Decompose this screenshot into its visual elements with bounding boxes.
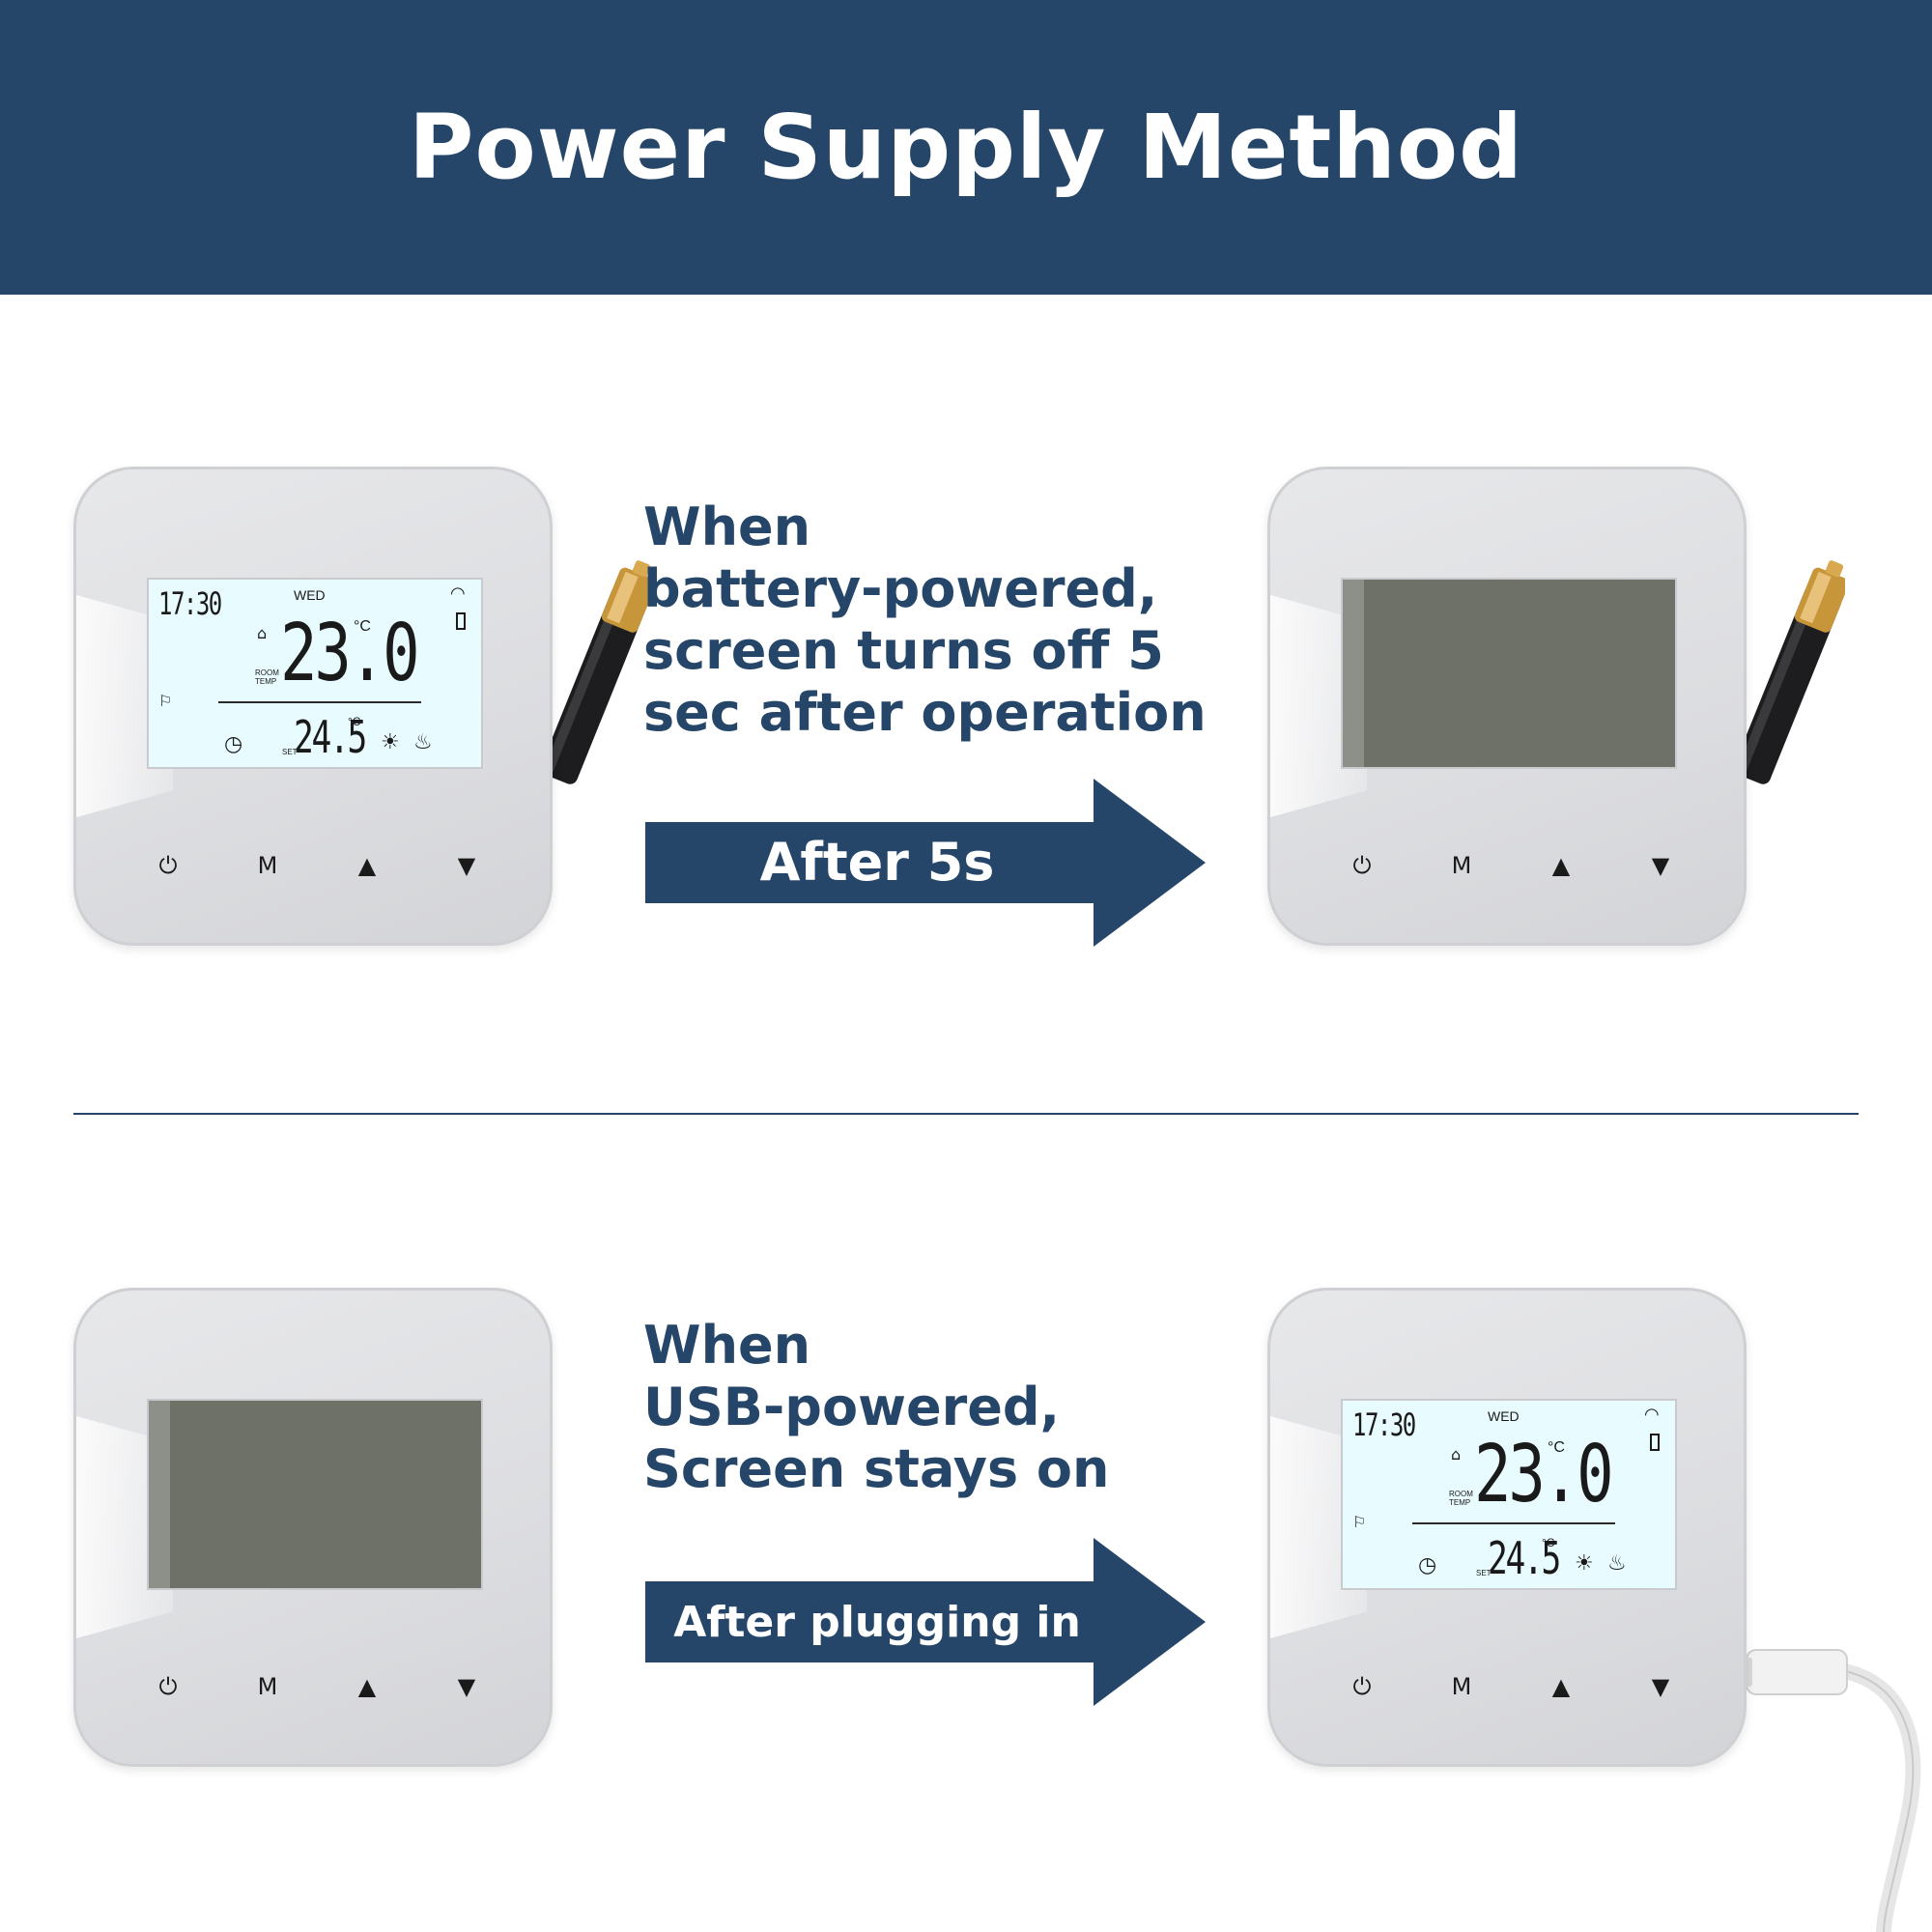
lcd-screen-off [1341,578,1677,769]
lcd-divider [218,701,421,703]
lcd-screen-on: 17:30 WED ◠ ⌂ 23.0 °C ROOM TEMP ⚐ ◷ SET … [1341,1399,1677,1590]
flame-icon: ♨ [413,730,433,754]
battery-caption-line: sec after operation [643,682,1207,743]
flame-icon: ♨ [1607,1551,1627,1576]
lcd-set-temp-unit: °C [348,715,361,728]
power-button[interactable]: ⏻ [158,852,178,879]
battery-caption: When battery-powered, screen turns off 5… [643,497,1223,744]
wifi-icon: ◠ [450,583,466,604]
lcd-screen-on: 17:30 WED ◠ ⌂ 23.0 °C ROOM TEMP ⚐ ◷ SET … [147,578,483,769]
up-button[interactable]: ▲ [1551,1673,1571,1700]
battery-level-icon [456,612,466,630]
arrow-after-5s [645,779,1206,947]
clock-icon: ◷ [1418,1553,1437,1577]
usb-caption-line: USB-powered, [643,1377,1060,1437]
up-button[interactable]: ▲ [1551,852,1571,879]
mode-button[interactable]: M [257,852,278,879]
button-row: ⏻ M ▲ ▼ [1270,1667,1744,1706]
usb-caption-line: Screen stays on [643,1438,1110,1499]
down-button[interactable]: ▼ [1651,1673,1670,1700]
up-button[interactable]: ▲ [357,1673,377,1700]
battery-caption-line: battery-powered, [643,558,1158,619]
lcd-room-temp-label: ROOM TEMP [1449,1490,1473,1507]
usb-cable-icon [1739,1649,1921,1932]
lcd-room-temp: 23.0 [280,608,420,699]
thermostat-on-usb: 17:30 WED ◠ ⌂ 23.0 °C ROOM TEMP ⚐ ◷ SET … [1267,1288,1747,1767]
sun-icon: ☀ [1575,1551,1594,1576]
thermostat-screen-off: ⏻ M ▲ ▼ [1267,467,1747,946]
lcd-divider [1412,1522,1615,1524]
wifi-icon: ◠ [1644,1405,1660,1425]
home-icon: ⌂ [257,624,268,642]
program-icon: ⚐ [1352,1513,1367,1531]
lcd-set-temp: 24.5 [1488,1532,1561,1584]
button-row: ⏻ M ▲ ▼ [1270,846,1744,885]
clock-icon: ◷ [224,732,243,756]
mode-button[interactable]: M [1451,1673,1472,1700]
lcd-time: 17:30 [1352,1406,1416,1443]
battery-caption-line: When [643,497,811,557]
lcd-set-temp: 24.5 [294,711,367,763]
lcd-set-label: SET [282,748,298,756]
down-button[interactable]: ▼ [457,852,476,879]
thermostat-screen-off: ⏻ M ▲ ▼ [73,1288,553,1767]
power-button[interactable]: ⏻ [1352,852,1372,879]
battery-level-icon [1650,1434,1660,1451]
screen-shade [149,1401,170,1588]
battery-caption-line: screen turns off 5 [643,620,1164,681]
section-divider [73,1113,1859,1115]
thermostat-on-battery: 17:30 WED ◠ ⌂ 23.0 °C ROOM TEMP ⚐ ◷ SET … [73,467,553,946]
arrow-label-after-plugging-in: After plugging in [673,1598,1081,1647]
down-button[interactable]: ▼ [457,1673,476,1700]
down-button[interactable]: ▼ [1651,852,1670,879]
mode-button[interactable]: M [257,1673,278,1700]
lcd-set-label: SET [1476,1569,1492,1577]
usb-caption-line: When [643,1315,811,1376]
mode-button[interactable]: M [1451,852,1472,879]
lcd-day: WED [1488,1408,1520,1424]
lcd-room-temp: 23.0 [1474,1429,1614,1520]
screen-shade [1343,580,1364,767]
lcd-time: 17:30 [158,585,222,622]
button-row: ⏻ M ▲ ▼ [76,846,550,885]
sun-icon: ☀ [381,730,400,754]
lcd-day: WED [294,587,326,603]
page-title: Power Supply Method [409,96,1523,199]
lcd-room-temp-label: ROOM TEMP [255,668,279,686]
lcd-set-temp-unit: °C [1542,1536,1555,1549]
lcd-screen-off [147,1399,483,1590]
home-icon: ⌂ [1451,1445,1462,1463]
battery-icon [546,560,652,784]
arrow-after-plugging-in [645,1538,1206,1706]
usb-caption: When USB-powered, Screen stays on [643,1315,1223,1500]
battery-icon [1739,560,1845,784]
program-icon: ⚐ [158,692,173,710]
lcd-room-temp-unit: °C [354,618,371,635]
button-row: ⏻ M ▲ ▼ [76,1667,550,1706]
arrow-label-after-5s: After 5s [759,832,995,893]
power-button[interactable]: ⏻ [1352,1673,1372,1700]
lcd-room-temp-unit: °C [1548,1439,1565,1456]
up-button[interactable]: ▲ [357,852,377,879]
header-banner: Power Supply Method [0,0,1932,295]
power-button[interactable]: ⏻ [158,1673,178,1700]
